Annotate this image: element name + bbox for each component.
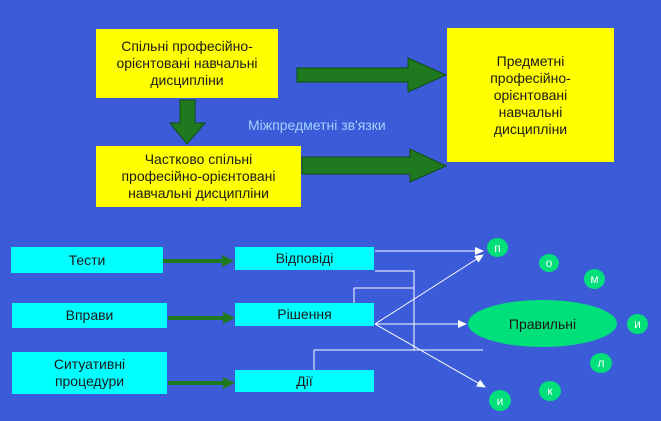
line-actions-elbow [313,349,414,370]
box-exercises: Вправи [12,303,167,328]
letter-circle-7: и [489,390,511,411]
line-answers-elbow [375,270,483,351]
box-subject-disciplines: Предметні професійно-орієнтовані навчаль… [447,28,614,162]
arrow-common-to-subject [296,57,448,93]
line-solutions-to-i [374,323,486,388]
line-solutions-to-p [374,254,484,325]
letter-circle-1: п [487,238,508,257]
ellipse-correct: Правильні [468,300,617,347]
interdisciplinary-links-label: Міжпредметні зв'язки [248,117,386,133]
letter-circle-6: к [539,381,561,401]
letter-circle-3: м [584,269,605,289]
arrow-tests-to-answers [163,255,234,267]
arrow-partial-to-subject [301,148,448,183]
box-partial-disciplines: Частково спільні професійно-орієнтовані … [96,146,301,207]
box-common-disciplines: Спільні професійно-орієнтовані навчальні… [96,29,278,98]
box-tests: Тести [11,247,163,273]
arrow-procedures-to-actions [168,377,235,389]
letter-circle-2: о [539,254,559,272]
box-actions: Дії [235,370,374,392]
box-solutions: Рішення [235,303,374,326]
box-situational-procedures: Ситуативні процедури [12,352,167,394]
letter-circle-4: и [627,314,648,334]
arrow-common-down [168,99,207,145]
letter-circle-5: л [590,353,612,373]
box-answers: Відповіді [235,247,374,270]
arrow-exercises-to-solutions [168,312,235,324]
